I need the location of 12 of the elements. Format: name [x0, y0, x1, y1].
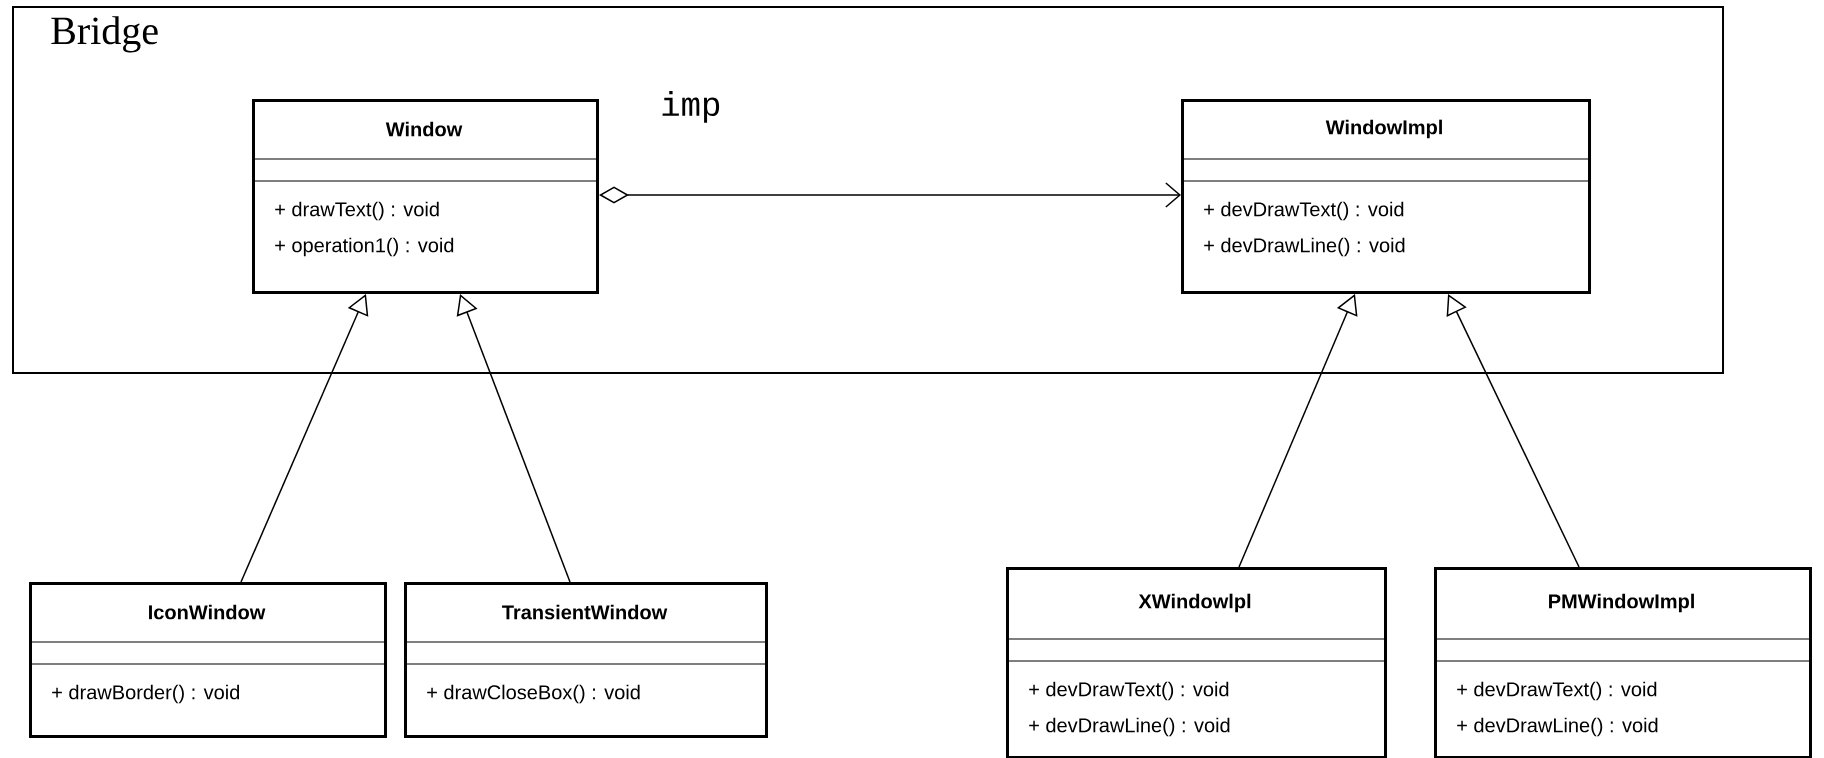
inheritance-arrow — [240, 294, 369, 583]
class-box: TransientWindow + drawCloseBox() : void — [403, 582, 768, 738]
class-box: Window + drawText() : void + operation1() : void — [251, 99, 599, 294]
class-box: IconWindow + drawBorder() : void — [28, 582, 387, 738]
edge-label: imp — [662, 91, 720, 123]
inheritance-arrow — [1446, 294, 1580, 568]
inheritance-arrow — [1238, 294, 1358, 568]
class-box: XWindowlpl + devDrawText() : void + devDrawLine() : void — [1005, 567, 1387, 758]
inheritance-arrow — [456, 294, 571, 583]
aggregation-arrow — [599, 182, 1181, 208]
class-box: PMWindowImpl + devDrawText() : void + devDrawLine() : void — [1433, 567, 1812, 758]
class-box: WindowImpl + devDrawText() : void + devDrawLine() : void — [1180, 99, 1591, 294]
